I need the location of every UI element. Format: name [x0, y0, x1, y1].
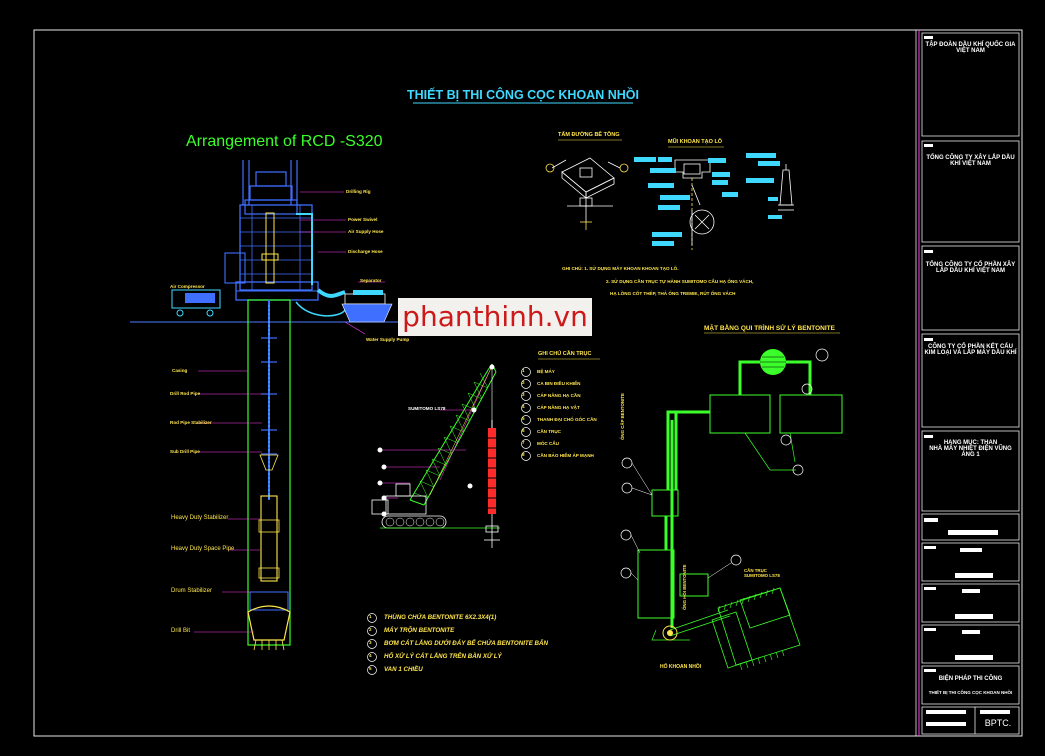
crane-legend-item: MÓC CẨU [537, 441, 559, 446]
label-heavy-duty-spacer-pipe: Heavy Duty Space Pipe [171, 546, 235, 552]
site-crane-note: CẦN TRỤC SUMITOMO LS78 [744, 568, 780, 578]
bentonite-legend-item: THÙNG CHỨA BENTONITE 6X2.3X4(1) [384, 614, 497, 621]
header-crane-legend: GHI CHÚ CẦN TRỤC [538, 351, 592, 357]
bentonite-legend-num: 4 [369, 653, 372, 658]
tb-code: BPTC. [984, 718, 1012, 728]
drawing-frame [33, 29, 1023, 737]
label-heavy-duty-stabilizer: Heavy Duty Stabilizer [171, 515, 229, 521]
crane-legend-item: THANH ĐẠI CHỐ GÓC CẦN [537, 417, 597, 422]
tb-drawing-sub: THIẾT BỊ THI CÔNG CỌC KHOAN NHỒI [928, 690, 1013, 695]
crane-legend-num: 5 [522, 416, 525, 421]
drill-bit-callouts [634, 153, 782, 246]
label-air-compressor: Air Compressor [170, 284, 205, 289]
bentonite-legend-item: VAN 1 CHIỀU [384, 666, 423, 673]
label-drill-rod-pipe: Drill Rod Pipe [170, 391, 201, 396]
pipe-label-supply: ỐNG CẤP BENTONITE [620, 393, 625, 440]
label-sub-drill-pipe: Sub Drill Pipe [170, 449, 200, 454]
label-drum-stabilizer: Drum Stabilizer [171, 588, 213, 594]
crane-legend-item: CÁP NÂNG HẠ VẬT [537, 405, 580, 410]
pipe-label-return: ỐNG HỒI BENTONITE [682, 564, 687, 610]
note-line-3: HẠ LỒNG CỐT THÉP, THẢ ỐNG TREMIE, RÚT ỐN… [610, 291, 736, 296]
crane-legend-item: CẦN TRỤC [537, 429, 561, 434]
tb-project: HẠNG MỤC: THAN NHÀ MÁY NHIỆT ĐIỆN VŨNG Á… [929, 440, 1012, 458]
tb-company-3: TỔNG CÔNG TY CỔ PHẦN XÂY LẮP DẦU KHÍ VIỆ… [925, 262, 1016, 274]
label-power-swivel: Power Swivel [348, 217, 378, 222]
crane-legend-num: 6 [522, 428, 525, 433]
label-drilling-rig: Drilling Rig [346, 189, 371, 194]
label-water-supply-pump: Water Supply Pump [366, 337, 410, 342]
arrangement-title: Arrangement of RCD -S320 [186, 133, 383, 150]
crane-legend-num: 2 [522, 380, 525, 385]
label-air-supply-hose: Air Supply Hose [348, 229, 384, 234]
main-title: THIẾT BỊ THI CÔNG CỌC KHOAN NHỒI [407, 88, 639, 102]
header-site-layout: MẶT BẰNG QUI TRÌNH SỬ LÝ BENTONITE [704, 325, 835, 332]
bentonite-legend-circles [367, 613, 377, 675]
bentonite-legend-item: HỐ XỬ LÝ CÁT LẮNG TRÊN BÀN XỬ LÝ [384, 653, 502, 660]
bentonite-legend-item: MÁY TRỘN BENTONITE [384, 627, 455, 634]
bentonite-legend-num: 1 [369, 614, 372, 619]
tb-drawing-name: BIỆN PHÁP THI CÔNG [938, 676, 1003, 682]
crane-legend-num: 4 [522, 404, 525, 409]
header-guide-bed: TẤM ĐƯỜNG BÊ TÔNG [558, 132, 620, 138]
crawler-crane [371, 363, 500, 548]
label-discharge-hose: Discharge Hose [348, 249, 383, 254]
crane-legend-item: CẦN BẢO HIỂM ÁP MẠNH [537, 453, 594, 458]
bentonite-legend-item: BƠM CÁT LẮNG DƯỚI ĐÁY BỂ CHỨA BENTONITE … [384, 640, 548, 647]
crane-legend-num: 7 [522, 440, 525, 445]
header-drill-bit: MŨI KHOAN TẠO LỖ [668, 139, 723, 145]
crane-legend-num: 1 [522, 368, 525, 373]
tb-company-1: TẬP ĐOÀN DẦU KHÍ QUỐC GIA VIỆT NAM [925, 42, 1016, 54]
crane-legend-circles [521, 367, 531, 461]
note-line-2: 2. SỬ DỤNG CẦN TRỤC TỰ HÀNH SUMITOMO CẨU… [606, 279, 754, 284]
note-line-1: GHI CHÚ: 1. SỬ DỤNG MÁY KHOAN KHOAN TẠO … [562, 266, 679, 271]
crane-legend-num: 3 [522, 392, 525, 397]
label-rod-pipe-stabilizer: Rod Pipe Stabilizer [170, 420, 212, 425]
watermark: phanthinh.vn [398, 298, 592, 336]
crane-legend-num: 8 [522, 452, 525, 457]
label-drill-bit: Drill Bit [171, 628, 190, 634]
tb-company-4: CÔNG TY CỔ PHẦN KẾT CẤU KIM LOẠI VÀ LẮP … [924, 344, 1017, 356]
crane-legend-item: CA BIN ĐIỀU KHIỂN [537, 381, 581, 386]
bentonite-legend-num: 3 [369, 640, 372, 645]
drill-bit-detail [674, 159, 794, 250]
bentonite-legend-num: 2 [369, 627, 372, 632]
crane-legend-item: BỆ MÁY [537, 369, 555, 374]
crane-model-label: SUMITOMO LS78 [408, 406, 446, 411]
bentonite-site-layout [620, 348, 843, 671]
guide-bed-detail [551, 157, 621, 230]
label-separator: Separator [360, 278, 382, 283]
crane-legend-item: CÁP NÂNG HẠ CẦN [537, 393, 581, 398]
tb-company-2: TỔNG CÔNG TY XÂY LẮP DẦU KHÍ VIỆT NAM [926, 155, 1015, 167]
label-casing: Casing [172, 368, 188, 373]
bentonite-legend-num: 5 [369, 666, 372, 671]
title-block-small-labels [924, 36, 1010, 726]
title-block-grid [921, 32, 1020, 735]
rcd-rig [130, 160, 400, 651]
site-hole-label: HỐ KHOAN NHỒI [660, 664, 702, 670]
